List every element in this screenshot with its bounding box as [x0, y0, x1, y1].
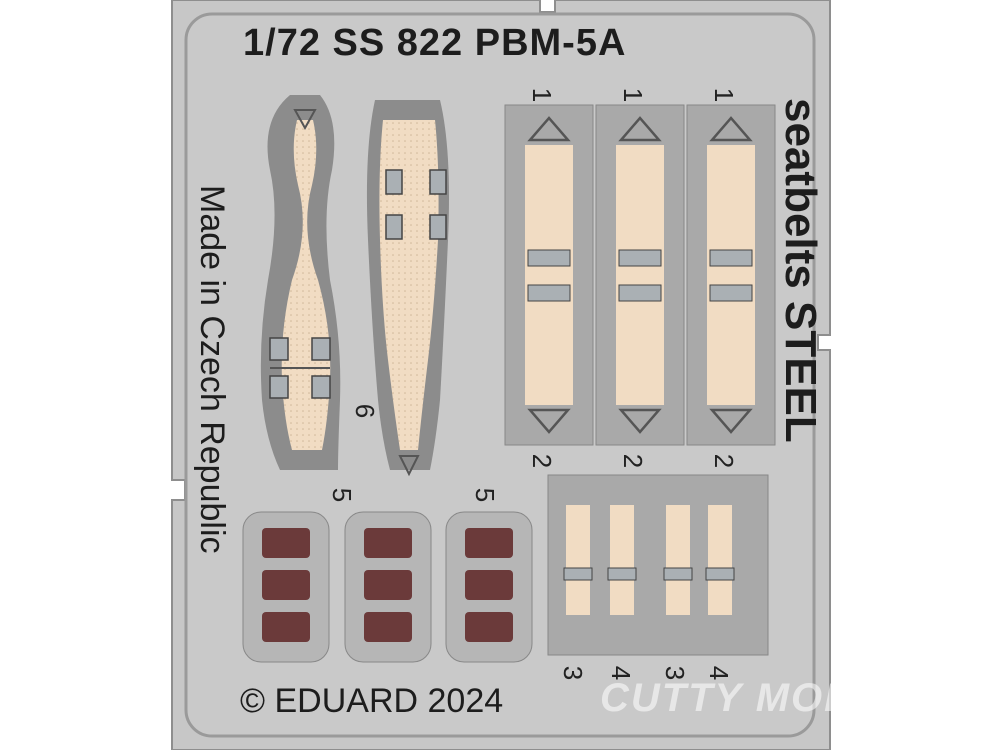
part-number-1b: 1 — [618, 87, 649, 103]
harness-left — [260, 95, 341, 470]
buckle-icon — [705, 567, 735, 581]
part-number-6: 6 — [350, 403, 381, 419]
part-number-3a: 3 — [558, 665, 589, 681]
buckle-icon — [618, 249, 662, 267]
buckle-icon — [311, 337, 331, 361]
buckle-icon — [709, 249, 753, 267]
part-number-4b: 4 — [704, 665, 735, 681]
triangle-ring-icon — [709, 116, 753, 142]
origin-label: Made in Czech Republic — [193, 185, 231, 554]
triangle-ring-icon — [527, 116, 571, 142]
part-number-1c: 1 — [709, 87, 740, 103]
pad-icon — [262, 528, 310, 558]
buckle-icon — [607, 567, 637, 581]
pad-icon — [364, 570, 412, 600]
harness-right — [366, 100, 449, 477]
buckle-icon — [709, 284, 753, 302]
copyright-label: © EDUARD 2024 — [240, 682, 504, 720]
buckle-icon — [269, 375, 289, 399]
buckle-icon — [663, 567, 693, 581]
part-number-1a: 1 — [527, 87, 558, 103]
pad-icon — [465, 612, 513, 642]
buckle-icon — [563, 567, 593, 581]
buckle-icon — [385, 214, 403, 240]
pad-icon — [364, 528, 412, 558]
triangle-ring-icon — [618, 116, 662, 142]
part-number-2a: 2 — [527, 453, 558, 469]
pad-icon — [364, 612, 412, 642]
belt-panels — [504, 104, 776, 446]
pad-icon — [262, 612, 310, 642]
triangle-ring-icon — [618, 408, 662, 434]
part-number-5b: 5 — [470, 487, 501, 503]
part-number-4a: 4 — [606, 665, 637, 681]
pad-icon — [262, 570, 310, 600]
pad-icon — [465, 570, 513, 600]
fret-title: 1/72 SS 822 PBM-5A — [243, 22, 627, 64]
part-number-5a: 5 — [327, 487, 358, 503]
part-number-2c: 2 — [709, 453, 740, 469]
buckle-icon — [429, 169, 447, 195]
triangle-ring-icon — [527, 408, 571, 434]
pad-icon — [465, 528, 513, 558]
buckle-icon — [527, 249, 571, 267]
buckle-icon — [527, 284, 571, 302]
buckle-icon — [385, 169, 403, 195]
buckle-icon — [269, 337, 289, 361]
buckle-icon — [311, 375, 331, 399]
buckle-icon — [429, 214, 447, 240]
buckle-icon — [618, 284, 662, 302]
triangle-ring-icon — [398, 455, 420, 477]
lap-belts — [547, 474, 769, 656]
fret-subtitle: seatbelts STEEL — [776, 98, 825, 443]
part-number-2b: 2 — [618, 453, 649, 469]
watermark: CUTTY MODEL — [600, 676, 911, 720]
triangle-ring-icon — [709, 408, 753, 434]
triangle-ring-icon — [293, 109, 317, 131]
part-number-3b: 3 — [660, 665, 691, 681]
pad-groups — [242, 511, 533, 663]
